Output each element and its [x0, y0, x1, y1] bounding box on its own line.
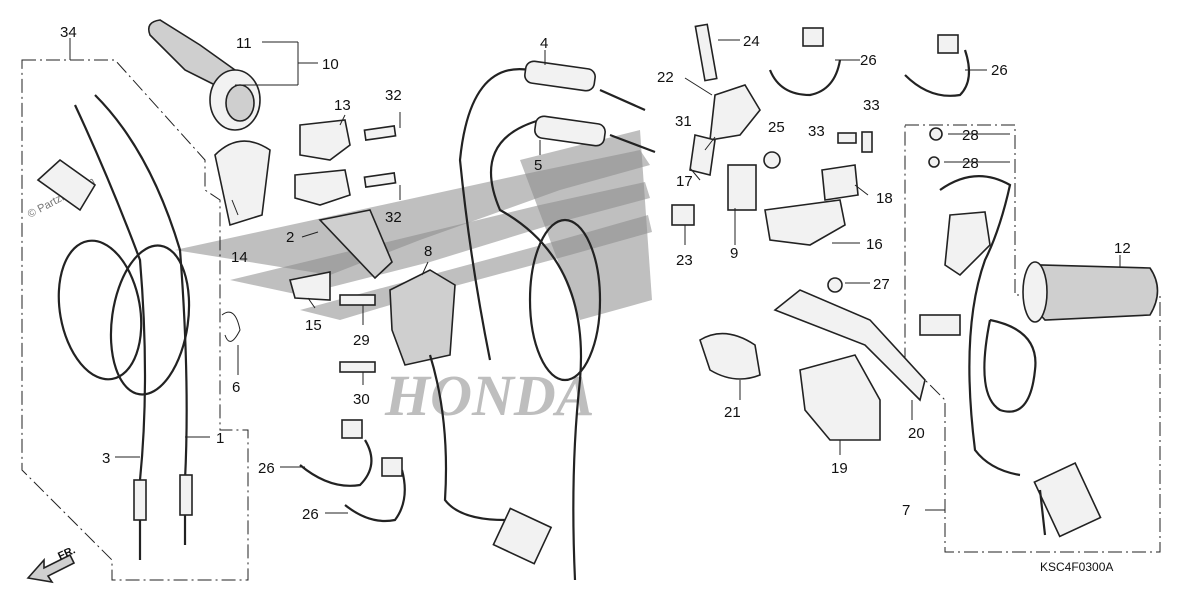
callout-28b: 30 — [353, 391, 370, 408]
callout-23: 23 — [676, 252, 693, 269]
cable-adjuster-part — [36, 158, 97, 212]
bolt-part-33a — [837, 132, 857, 144]
callout-5: 5 — [534, 157, 542, 174]
callout-33a: 33 — [863, 97, 880, 114]
callout-3: 3 — [102, 450, 110, 467]
callout-15: 15 — [305, 317, 322, 334]
callout-32b: 32 — [385, 209, 402, 226]
callout-21: 21 — [724, 404, 741, 421]
throttle-cables — [57, 94, 193, 560]
callout-24: 24 — [743, 33, 760, 50]
switch-wiring-7 — [919, 175, 1102, 538]
honda-wing-logo — [175, 130, 652, 320]
throttle-housing-part — [214, 119, 393, 301]
washer-part-31 — [928, 156, 940, 168]
callout-16: 16 — [866, 236, 883, 253]
clutch-lever-assembly — [671, 23, 926, 441]
callout-19: 19 — [831, 460, 848, 477]
callout-11: 11 — [236, 35, 252, 52]
switch-wire — [428, 354, 506, 522]
callout-31: 28 — [962, 155, 979, 172]
callout-9: 9 — [730, 245, 738, 262]
callout-12: 12 — [1114, 240, 1131, 257]
bolt-part-33b — [861, 131, 873, 153]
callout-1: 1 — [216, 430, 224, 447]
callout-32a: 32 — [385, 87, 402, 104]
front-direction-arrow — [26, 553, 76, 584]
callout-20: 20 — [908, 425, 925, 442]
callout-6: 6 — [232, 379, 240, 396]
callout-30: 27 — [873, 276, 890, 293]
callout-26d: 26 — [302, 506, 319, 523]
callout-26b: 26 — [991, 62, 1008, 79]
callout-10: 10 — [322, 56, 339, 73]
callout-2: 2 — [286, 229, 294, 246]
switch-housing-part — [389, 269, 456, 366]
callout-25: 25 — [768, 119, 785, 136]
callout-7: 7 — [902, 502, 910, 519]
callout-26c: 26 — [258, 460, 275, 477]
callout-28a: 29 — [353, 332, 370, 349]
callout-17: 17 — [676, 173, 693, 190]
callout-4: 4 — [540, 35, 548, 52]
switch-connector — [492, 507, 553, 565]
callout-8: 8 — [424, 243, 432, 260]
diagram-code: KSC4F0300A — [1040, 560, 1113, 574]
callout-26a: 26 — [860, 52, 877, 69]
callout-27: 28 — [962, 127, 979, 144]
leader-lines — [115, 39, 1121, 514]
callout-34: 34 — [60, 24, 77, 41]
bolt-part-27 — [929, 127, 943, 141]
callout-14: 14 — [231, 249, 248, 266]
clip-part-6 — [221, 311, 241, 342]
front-direction-label: FR. — [56, 544, 77, 562]
bolt-parts-32 — [339, 125, 397, 373]
callout-29: 31 — [675, 113, 692, 130]
callout-labels: 34 11 10 13 32 32 14 2 15 8 29 30 6 1 3 … — [60, 24, 1131, 523]
callout-18: 18 — [876, 190, 893, 207]
band-parts-26 — [299, 27, 971, 523]
callout-22: 22 — [657, 69, 674, 86]
group-frame-34 — [21, 59, 249, 581]
throttle-grip-part — [147, 19, 261, 131]
callout-13: 13 — [334, 97, 351, 114]
grip-part-12 — [1022, 261, 1159, 323]
honda-logo-text: HONDA — [384, 363, 594, 428]
callout-33b: 33 — [808, 123, 825, 140]
clutch-cables — [458, 60, 656, 581]
